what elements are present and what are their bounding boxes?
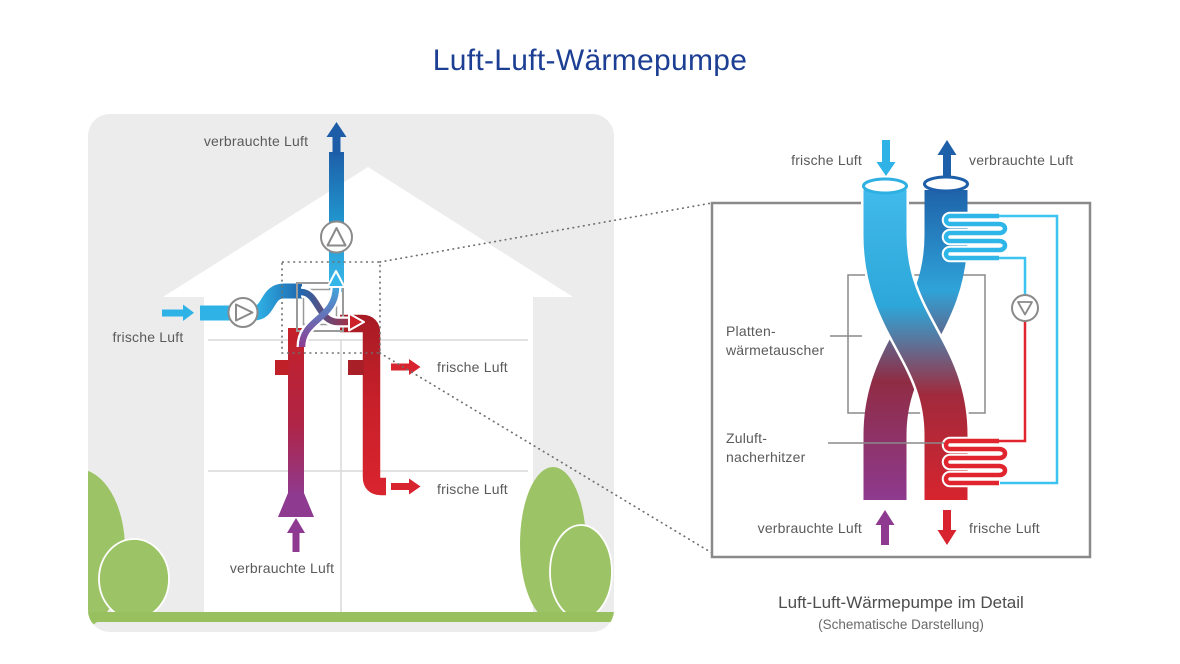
fan-icon xyxy=(227,297,259,328)
detail-scene xyxy=(710,140,1092,559)
circuit-return-line xyxy=(999,214,1059,485)
bushes xyxy=(88,467,613,629)
bush-left-front xyxy=(98,538,170,620)
house-label-exhaust-top: verbrauchte Luft xyxy=(203,133,309,149)
detail-caption-sub: (Schematische Darstellung) xyxy=(818,617,984,632)
house-flow-arrows xyxy=(162,122,421,552)
house-label-fresh-left: frische Luft xyxy=(112,329,184,345)
circuit-suction-line xyxy=(999,256,1027,300)
detail-caption: Luft-Luft-Wärmepumpe im Detail xyxy=(778,593,1024,612)
detail-label-fresh-bottom: frische Luft xyxy=(969,520,1040,536)
duct-exhaust-riser xyxy=(288,328,304,496)
tube-fresh xyxy=(863,190,968,500)
arrow-exhaust-bottom xyxy=(287,518,305,552)
ground-strip xyxy=(88,612,614,622)
duct-exhaust-funnel xyxy=(278,493,314,517)
house-roof xyxy=(163,167,573,297)
unit-crossing-arrows xyxy=(296,270,365,348)
unit-box-outer xyxy=(296,282,344,332)
duct-supply-warm xyxy=(340,314,386,496)
bush-right-front xyxy=(549,524,613,620)
house-label-exhaust-bottom: verbrauchte Luft xyxy=(229,560,335,576)
arrow-exhaust-up xyxy=(326,122,347,155)
house-label-fresh-floor0: frische Luft xyxy=(437,481,508,497)
tube-fresh-opening xyxy=(862,177,908,195)
refrigerant-circuit xyxy=(999,214,1059,485)
flow-arrow-fresh xyxy=(300,288,349,326)
arrow-fresh-down xyxy=(876,140,896,176)
house-label-fresh-floor1: frische Luft xyxy=(437,359,508,375)
arrow-exhaust-up xyxy=(937,140,957,176)
condenser-coil xyxy=(941,436,1010,488)
page-title: Luft-Luft-Wärmepumpe xyxy=(432,44,748,77)
detail-label-fresh-top: frische Luft xyxy=(791,152,862,168)
detail-label-reheater: Zuluft- nacherhitzer xyxy=(726,430,806,465)
tube-exhaust-opening xyxy=(923,175,969,193)
detail-label-exhaust-bottom: verbrauchte Luft xyxy=(757,520,862,536)
detail-label-exhaust-top: verbrauchte Luft xyxy=(969,152,1074,168)
arrow-fresh-floor1 xyxy=(391,359,421,375)
arrow-fresh-bottom-down xyxy=(937,510,957,545)
pointer-lines xyxy=(828,335,944,444)
detail-flow-arrows xyxy=(875,140,957,545)
duct-exhaust-intake-stub xyxy=(275,360,289,375)
duct-supply-outlet-stub xyxy=(348,360,364,375)
callout-lines xyxy=(379,202,713,554)
pump-icon xyxy=(1011,294,1039,322)
evaporator-coil xyxy=(941,211,1010,263)
arrow-fresh-floor0 xyxy=(391,478,421,495)
flow-arrow-exhaust xyxy=(298,285,340,348)
plate-exchanger-box xyxy=(847,274,986,414)
house-scene xyxy=(88,114,713,632)
fan-icon xyxy=(320,220,353,254)
arrow-fresh-in xyxy=(162,304,194,321)
detail-label-plate-exchanger: Platten- wärmetauscher xyxy=(726,323,825,358)
circuit-hot-line xyxy=(999,314,1027,443)
arrow-exhaust-bottom-up xyxy=(875,510,895,545)
